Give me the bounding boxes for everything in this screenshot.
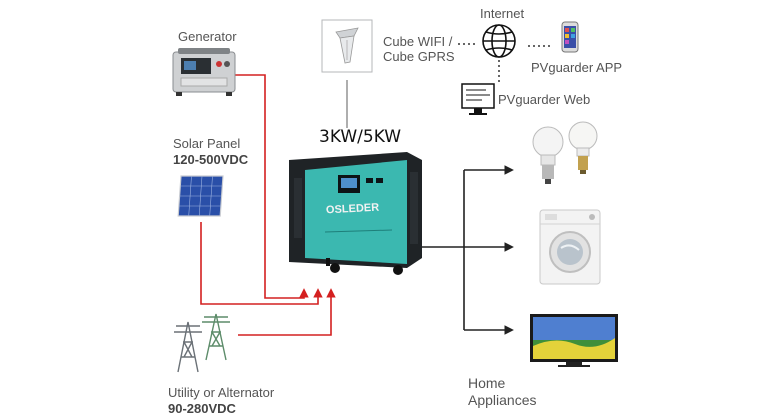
solar-panel-icon	[177, 175, 224, 217]
solar-panel-label: Solar Panel	[173, 136, 241, 151]
generator-label: Generator	[178, 29, 237, 44]
input-lines	[200, 74, 336, 336]
wifi-dongle-icon	[321, 19, 373, 73]
inverter-cabinet-icon	[289, 152, 422, 275]
washing-machine-icon	[539, 209, 601, 285]
globe-icon	[482, 24, 516, 58]
internet-label: Internet	[480, 6, 525, 21]
cube-wifi-label-line1: Cube WIFI /	[383, 34, 453, 49]
solar-voltage-label: 120-500VDC	[173, 152, 249, 167]
home-appliances-label-line1: Home	[468, 375, 506, 391]
output-lines	[422, 165, 514, 335]
brand-logo-text: OSLEDER	[325, 201, 380, 217]
generator-line	[235, 74, 309, 299]
light-bulb-icon	[532, 121, 598, 184]
utility-label: Utility or Alternator	[168, 385, 275, 400]
power-tower-icon	[174, 313, 230, 373]
home-appliances-label-line2: Appliances	[468, 392, 537, 408]
monitor-icon	[461, 83, 495, 115]
cube-wifi-label-line2: Cube GPRS	[383, 49, 455, 64]
utility-line	[238, 288, 336, 336]
web-label: PVguarder Web	[498, 92, 591, 107]
generator-icon	[172, 48, 236, 96]
app-label: PVguarder APP	[531, 60, 623, 75]
power-rating-label: 3KW/5KW	[319, 127, 402, 147]
television-icon	[530, 314, 618, 367]
solar-line	[200, 222, 323, 305]
smartphone-icon	[561, 21, 579, 53]
utility-voltage-label: 90-280VDC	[168, 401, 236, 416]
